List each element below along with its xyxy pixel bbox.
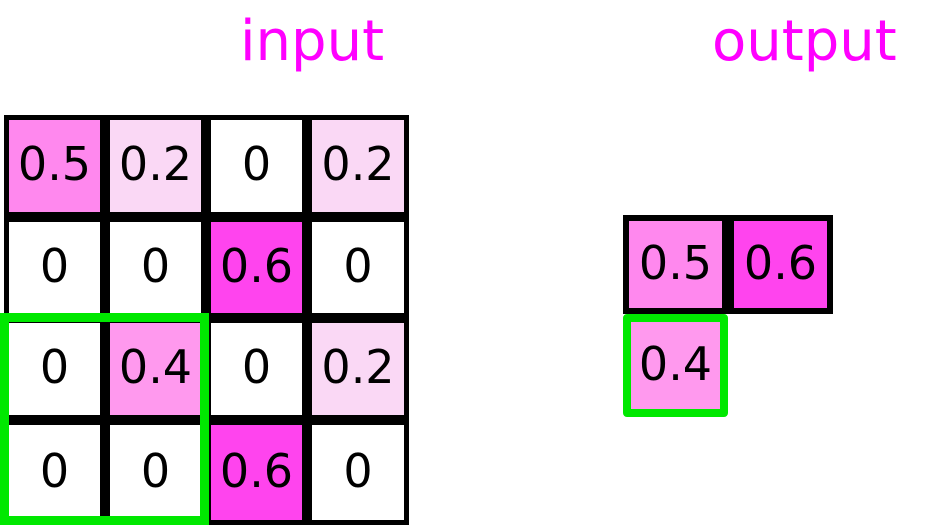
- input-cell-r3c1[interactable]: 0: [105, 420, 206, 525]
- input-cell-value: 0: [241, 137, 272, 191]
- input-cell-value: 0.2: [321, 137, 395, 191]
- input-cell-value: 0: [140, 238, 171, 293]
- output-title: output: [712, 9, 897, 74]
- input-cell-value: 0.6: [219, 238, 294, 293]
- input-cell-value: 0.4: [118, 340, 193, 394]
- output-cell-r1c0[interactable]: 0.4: [623, 314, 728, 417]
- input-cell-r3c0[interactable]: 0: [4, 420, 105, 525]
- input-cell-value: 0.2: [118, 137, 193, 191]
- output-grid: 0.5 0.6 0.4: [623, 215, 838, 420]
- output-cell-value: 0.6: [743, 235, 818, 290]
- input-cell-value: 0.5: [17, 137, 92, 191]
- output-cell-r0c1[interactable]: 0.6: [728, 215, 833, 314]
- input-cell-value: 0: [39, 238, 70, 293]
- input-cell-value: 0: [39, 340, 70, 394]
- input-cell-value: 0: [140, 443, 171, 498]
- input-cell-r2c1[interactable]: 0.4: [105, 318, 206, 420]
- input-cell-r2c2[interactable]: 0: [206, 318, 307, 420]
- output-cell-value: 0.4: [638, 336, 713, 391]
- input-cell-r0c2[interactable]: 0: [206, 115, 307, 217]
- input-cell-r1c1[interactable]: 0: [105, 217, 206, 318]
- output-cell-value: 0.5: [638, 235, 713, 290]
- input-cell-value: 0.2: [321, 340, 395, 394]
- input-cell-r1c0[interactable]: 0: [4, 217, 105, 318]
- input-cell-value: 0: [241, 340, 272, 394]
- input-cell-value: 0: [39, 443, 70, 498]
- input-cell-r3c3[interactable]: 0: [307, 420, 409, 525]
- input-cell-value: 0: [343, 238, 373, 293]
- input-cell-r0c1[interactable]: 0.2: [105, 115, 206, 217]
- input-grid: 0.5 0.2 0 0.2 0 0 0.6 0 0 0.4 0 0.2 0 0 …: [4, 115, 410, 530]
- input-cell-r1c2[interactable]: 0.6: [206, 217, 307, 318]
- input-cell-r0c3[interactable]: 0.2: [307, 115, 409, 217]
- input-cell-r2c0[interactable]: 0: [4, 318, 105, 420]
- input-cell-r1c3[interactable]: 0: [307, 217, 409, 318]
- input-cell-value: 0: [343, 443, 373, 498]
- input-cell-r2c3[interactable]: 0.2: [307, 318, 409, 420]
- input-cell-r0c0[interactable]: 0.5: [4, 115, 105, 217]
- input-cell-value: 0.6: [219, 443, 294, 498]
- input-cell-r3c2[interactable]: 0.6: [206, 420, 307, 525]
- input-title: input: [240, 9, 385, 74]
- output-cell-r0c0[interactable]: 0.5: [623, 215, 728, 314]
